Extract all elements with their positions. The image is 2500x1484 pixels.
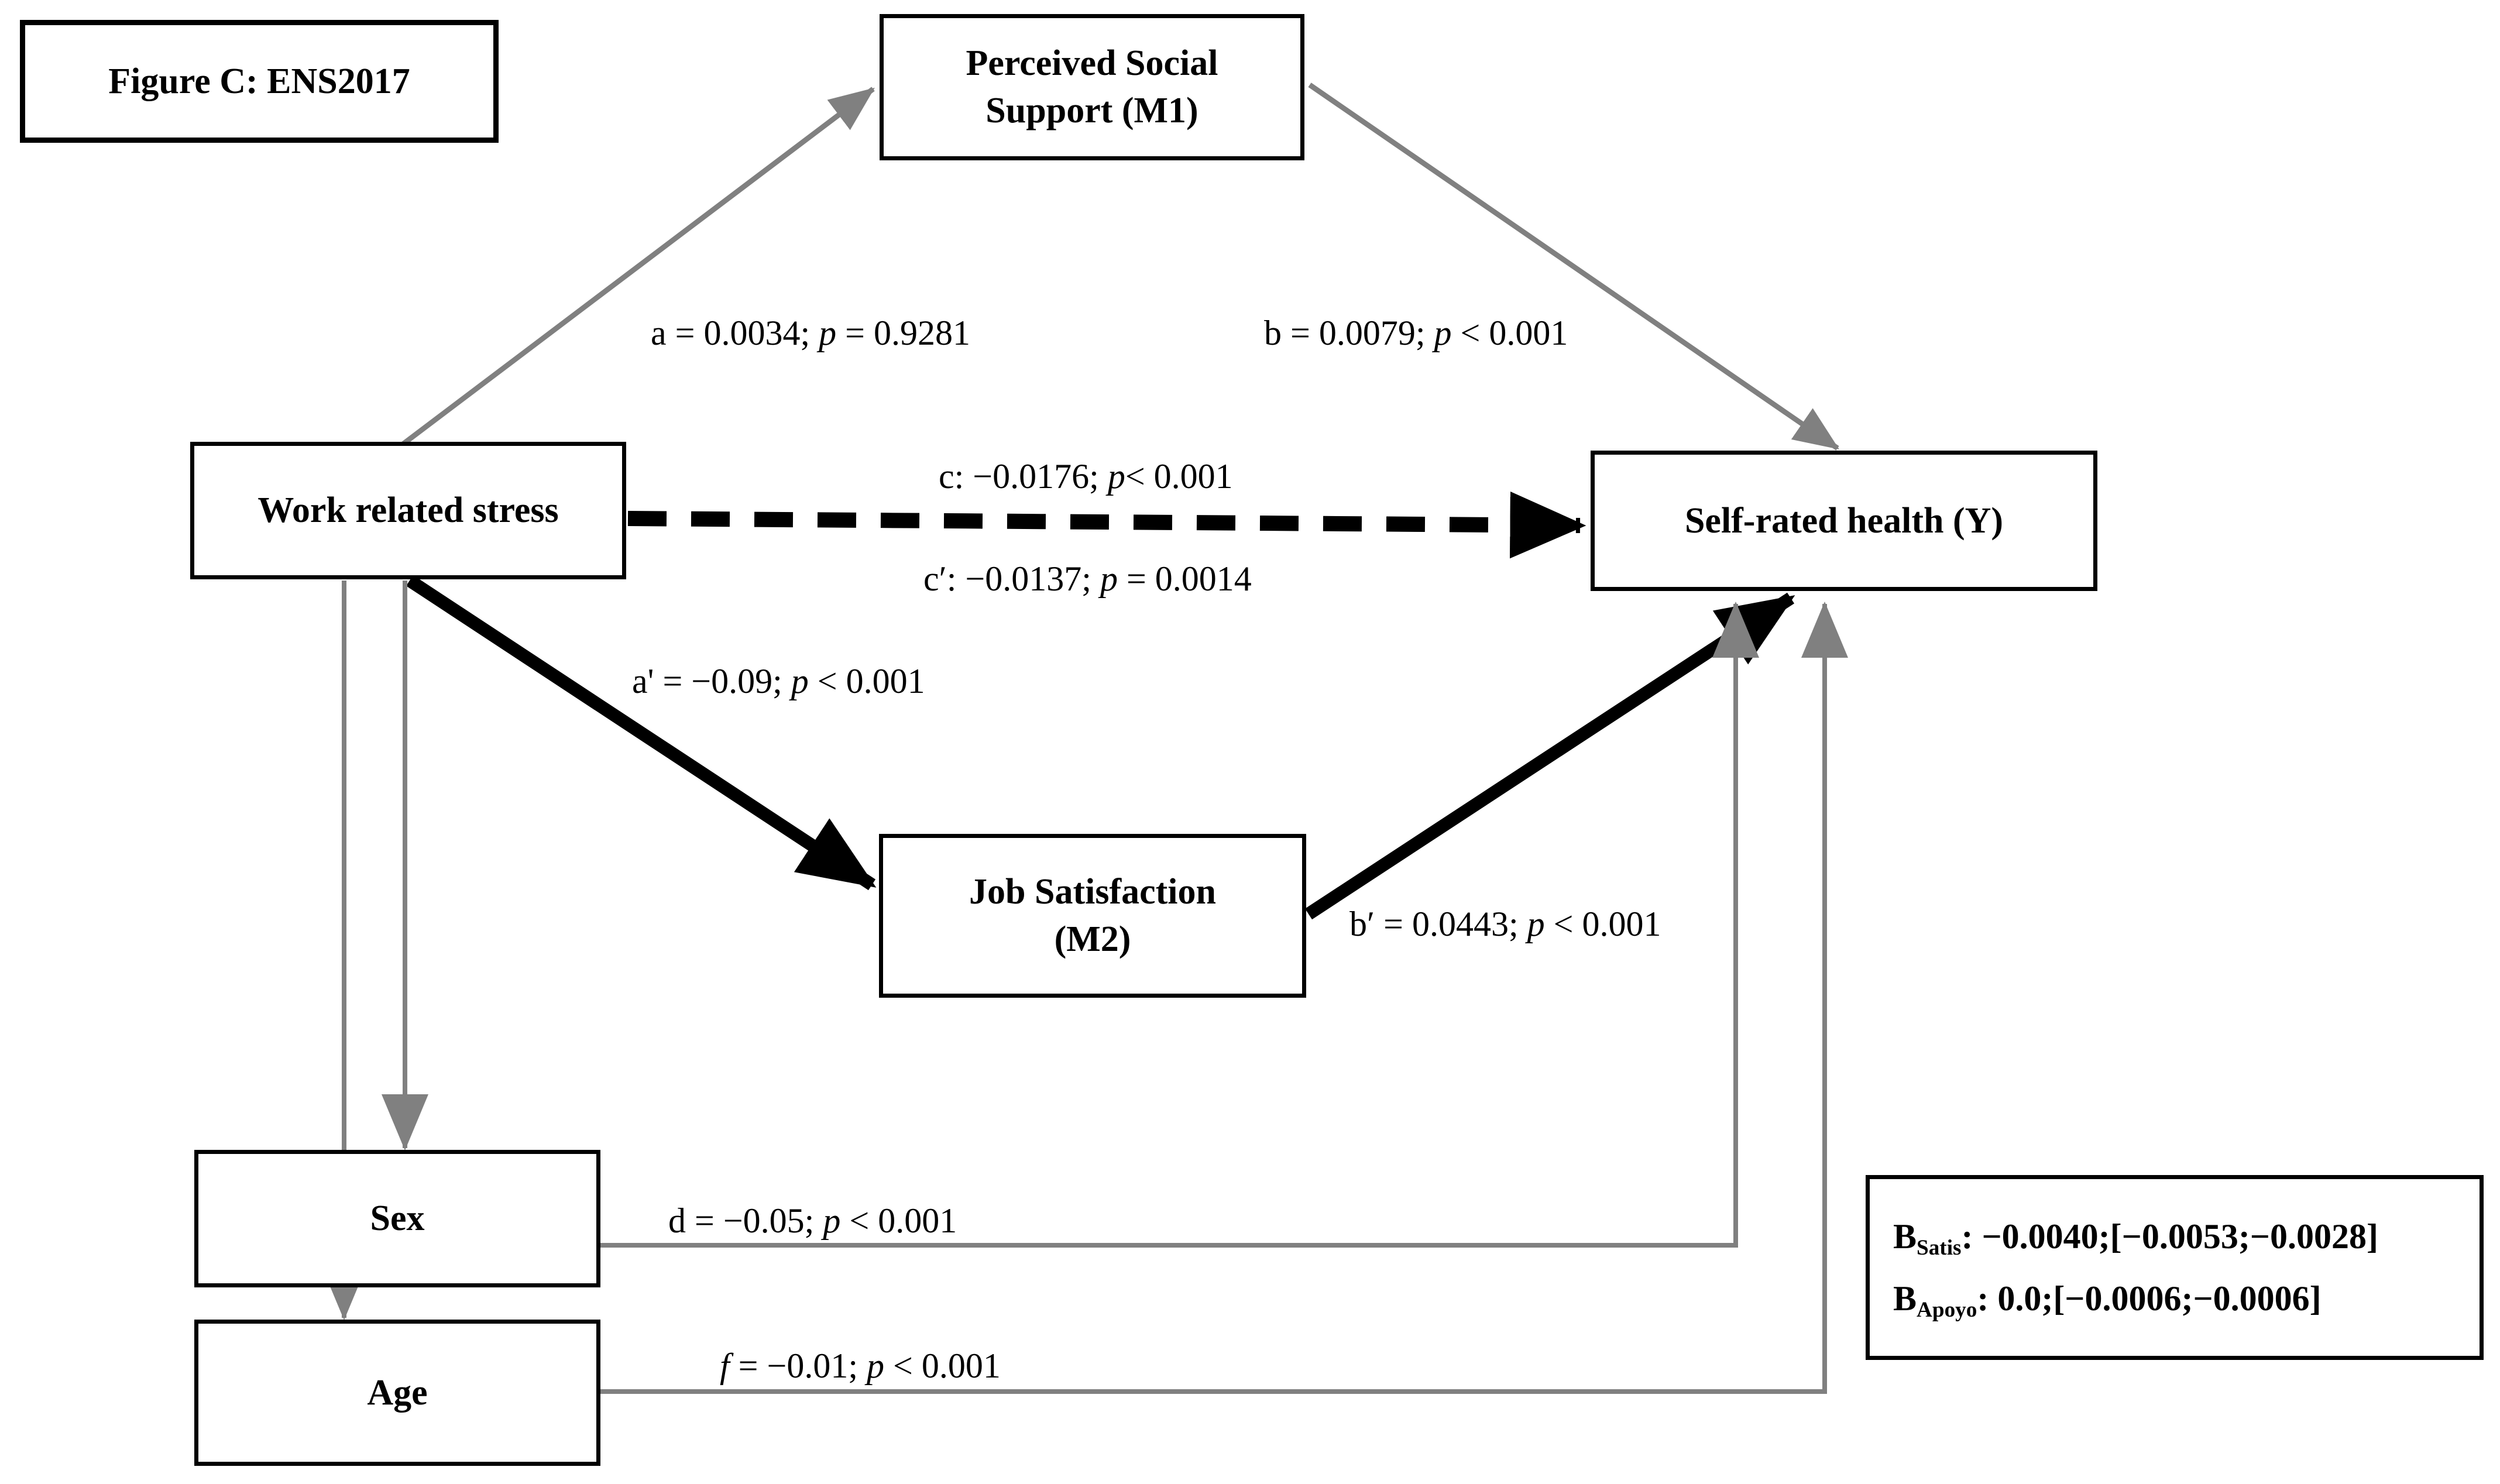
edge-label-c: c: −0.0176; p< 0.001 xyxy=(939,457,1233,496)
edge-f-line xyxy=(600,602,1848,1394)
edge-a-prime-line xyxy=(406,575,877,891)
edge-label-a-prime: a' = −0.09; p < 0.001 xyxy=(632,662,925,700)
edge-label-f: f = −0.01; p < 0.001 xyxy=(720,1346,1001,1385)
node-sex-label: Sex xyxy=(370,1198,425,1239)
node-support-label: Perceived Social Support (M1) xyxy=(966,43,1218,130)
legend-line-apoyo: BApoyo: 0.0;[−0.0006;−0.0006] xyxy=(1893,1279,2322,1322)
edge-label-a: a = 0.0034; p = 0.9281 xyxy=(651,314,970,352)
node-job-satisfaction: Job Satisfaction (M2) xyxy=(879,834,1306,998)
node-age: Age xyxy=(194,1320,600,1466)
node-age-label: Age xyxy=(367,1372,428,1413)
figure-title-box: Figure C: ENS2017 xyxy=(20,20,499,143)
edge-label-d: d = −0.05; p < 0.001 xyxy=(668,1201,957,1240)
indirect-effects-legend-box: BSatis: −0.0040;[−0.0053;−0.0028] BApoyo… xyxy=(1866,1175,2484,1360)
node-sex: Sex xyxy=(194,1150,600,1287)
node-health-label: Self-rated health (Y) xyxy=(1684,500,2004,541)
node-stress-label: Work related stress xyxy=(257,490,559,531)
edge-label-c-prime: c′: −0.0137; p = 0.0014 xyxy=(923,559,1252,598)
edge-a-line xyxy=(379,87,875,463)
edge-label-b: b = 0.0079; p < 0.001 xyxy=(1264,314,1568,352)
edge-d-line xyxy=(600,602,1759,1248)
edge-c-dashed-line xyxy=(627,491,1586,559)
node-work-related-stress: Work related stress xyxy=(190,442,626,579)
edge-b-prime-line xyxy=(1304,592,1795,920)
edge-b-line xyxy=(1308,83,1839,451)
edge-label-b-prime: b′ = 0.0443; p < 0.001 xyxy=(1349,905,1661,943)
figure-title-label: Figure C: ENS2017 xyxy=(108,61,410,101)
node-satisfaction-label: Job Satisfaction (M2) xyxy=(969,872,1216,959)
node-self-rated-health: Self-rated health (Y) xyxy=(1591,451,2097,591)
node-perceived-social-support: Perceived Social Support (M1) xyxy=(880,14,1304,160)
legend-line-satis: BSatis: −0.0040;[−0.0053;−0.0028] xyxy=(1893,1217,2378,1260)
